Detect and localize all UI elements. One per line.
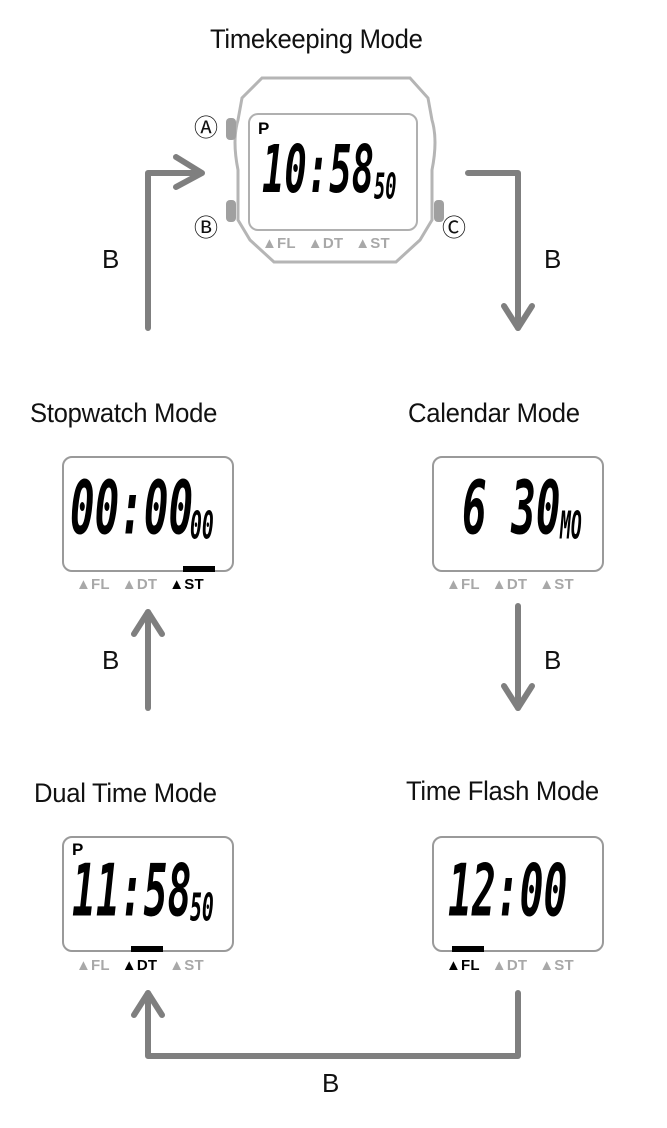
main-time: 10:58	[262, 131, 374, 209]
button-a-label: Ⓐ	[194, 115, 218, 142]
transition-label: B	[102, 645, 120, 675]
title-dual-time: Dual Time Mode	[34, 778, 217, 808]
indicator-dt: ▲DT	[121, 576, 158, 593]
transition-label: B	[544, 244, 562, 274]
transition-label: B	[322, 1068, 340, 1098]
arrow-timekeeping-to-calendar	[465, 170, 521, 331]
title-stopwatch: Stopwatch Mode	[30, 398, 218, 428]
indicator-fl: ▲FL	[446, 957, 480, 974]
hundredths: 00	[190, 504, 214, 548]
title-time-flash: Time Flash Mode	[406, 776, 599, 806]
button-c-shape	[434, 200, 444, 222]
date: 6 30	[462, 465, 561, 552]
lcd-dual-time: P 11:58 50	[62, 836, 234, 952]
active-mode-bar	[452, 946, 484, 952]
button-c-label: Ⓒ	[442, 215, 466, 242]
indicator-fl: ▲FL	[76, 957, 110, 974]
seconds: 50	[190, 886, 214, 930]
indicator-st: ▲ST	[539, 576, 574, 593]
mode-indicators: ▲FL ▲DT ▲ST	[76, 576, 216, 593]
button-b-label: Ⓑ	[194, 215, 218, 242]
mode-indicators: ▲FL ▲DT ▲ST	[446, 576, 586, 593]
mode-indicators: ▲FL ▲DT ▲ST	[76, 957, 216, 974]
main-time: 11:58	[72, 850, 192, 934]
mode-indicators: ▲FL ▲DT ▲ST	[446, 957, 586, 974]
seconds: 50	[374, 165, 397, 208]
indicator-dt: ▲DT	[491, 576, 528, 593]
pm-indicator: P	[72, 840, 84, 859]
lcd-timekeeping: P 10:58 50	[248, 113, 418, 231]
indicator-fl: ▲FL	[446, 576, 480, 593]
indicator-st: ▲ST	[169, 576, 204, 593]
indicator-dt: ▲DT	[307, 235, 344, 252]
lcd-time-flash: 12:00	[432, 836, 604, 952]
main-time: 12:00	[448, 850, 568, 934]
indicator-fl: ▲FL	[76, 576, 110, 593]
weekday: MO	[560, 504, 582, 548]
active-mode-bar	[131, 946, 163, 952]
indicator-dt: ▲DT	[121, 957, 158, 974]
button-b-shape	[226, 200, 236, 222]
lcd-calendar: 6 30 MO	[432, 456, 604, 572]
main-time: 00:00	[70, 465, 194, 552]
button-a-shape	[226, 118, 236, 140]
title-calendar: Calendar Mode	[408, 398, 580, 428]
pm-indicator: P	[258, 119, 270, 138]
indicator-fl: ▲FL	[262, 235, 296, 252]
transition-label: B	[102, 244, 120, 274]
mode-indicators: ▲FL ▲DT ▲ST	[262, 235, 402, 252]
lcd-stopwatch: 00:00 00	[62, 456, 234, 572]
title-timekeeping: Timekeeping Mode	[210, 24, 423, 54]
indicator-st: ▲ST	[355, 235, 390, 252]
active-mode-bar	[183, 566, 215, 572]
indicator-st: ▲ST	[539, 957, 574, 974]
arrow-stopwatch-to-timekeeping	[145, 170, 203, 331]
indicator-dt: ▲DT	[491, 957, 528, 974]
indicator-st: ▲ST	[169, 957, 204, 974]
arrow-timeflash-to-dualtime	[145, 990, 521, 1059]
transition-label: B	[544, 645, 562, 675]
